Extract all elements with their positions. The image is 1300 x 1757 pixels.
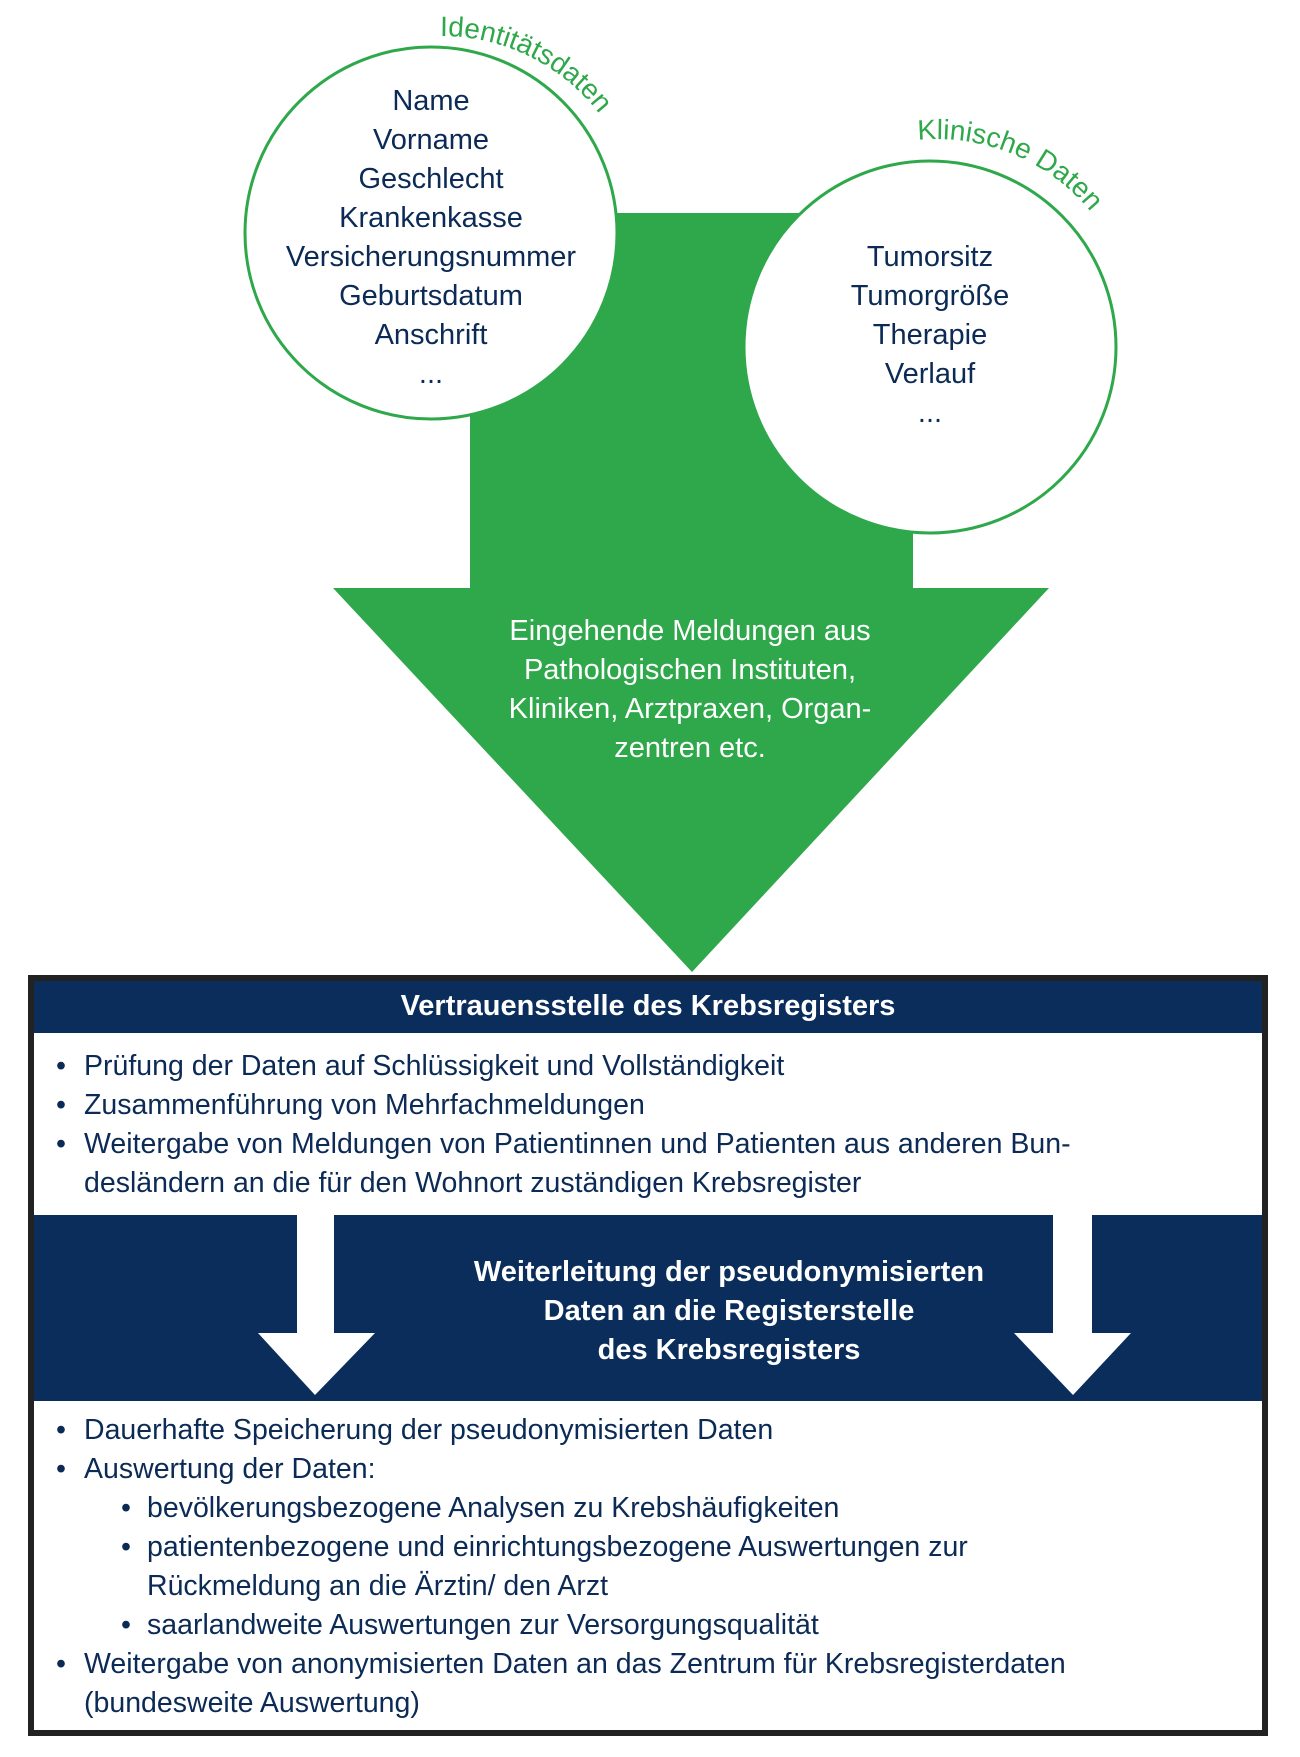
down-arrows <box>258 1215 1131 1395</box>
identity-item: Name <box>392 85 470 117</box>
line: patientenbezogene und einrichtungsbezoge… <box>147 1531 968 1563</box>
clinical-data-list: Tumorsitz Tumorgröße Therapie Verlauf ..… <box>780 238 1080 433</box>
right-white-arrow-icon <box>1014 1215 1131 1395</box>
list-item: Auswertung der Daten: <box>44 1450 1256 1489</box>
registry-process-box: Vertrauensstelle des Krebsregisters Prüf… <box>28 975 1268 1736</box>
left-white-arrow-icon <box>258 1215 375 1395</box>
list-item: Prüfung der Daten auf Schlüssigkeit und … <box>44 1047 1256 1086</box>
sub-list-item: patientenbezogene und einrichtungsbezoge… <box>44 1528 1256 1606</box>
identity-circle <box>243 45 619 421</box>
forwarding-line: Daten an die Registerstelle <box>543 1295 915 1327</box>
incoming-line: zentren etc. <box>614 732 766 764</box>
trust-office-tasks: Prüfung der Daten auf Schlüssigkeit und … <box>44 1047 1256 1203</box>
clinical-circle <box>742 159 1118 535</box>
forwarding-band: Weiterleitung der pseudonymisierten Date… <box>34 1215 1262 1401</box>
list-item: Weitergabe von anonymisierten Daten an d… <box>44 1645 1256 1723</box>
identity-item: Anschrift <box>374 319 488 351</box>
identity-item: Krankenkasse <box>339 202 523 234</box>
clinical-item: Tumorgröße <box>850 280 1010 312</box>
list-item: Dauerhafte Speicherung der pseudonymisie… <box>44 1411 1256 1450</box>
line: Weitergabe von Meldungen von Patientinne… <box>84 1128 1071 1160</box>
identity-item: Vorname <box>372 124 490 156</box>
identity-item: Versicherungsnummer <box>285 241 577 273</box>
identity-item: Geburtsdatum <box>339 280 523 312</box>
registry-office-tasks: Dauerhafte Speicherung der pseudonymisie… <box>44 1411 1256 1723</box>
incoming-line: Eingehende Meldungen aus <box>509 615 871 647</box>
green-arrow-head <box>333 588 1049 972</box>
forwarding-line: des Krebsregisters <box>597 1334 861 1366</box>
trust-office-title: Vertrauensstelle des Krebsregisters <box>34 981 1262 1033</box>
incoming-line: Kliniken, Arztpraxen, Organ- <box>508 693 872 725</box>
clinical-item: Therapie <box>872 319 988 351</box>
list-item: Zusammenführung von Mehrfachmeldungen <box>44 1086 1256 1125</box>
sub-list-item: bevölkerungsbezogene Analysen zu Krebshä… <box>44 1489 1256 1528</box>
identity-item: Geschlecht <box>358 163 504 195</box>
sub-list-item: saarlandweite Auswertungen zur Versorgun… <box>44 1606 1256 1645</box>
incoming-line: Pathologischen Instituten, <box>523 654 857 686</box>
clinical-item: ... <box>917 397 943 429</box>
clinical-item: Tumorsitz <box>866 241 994 273</box>
incoming-reports-text: Eingehende Meldungen aus Pathologischen … <box>440 612 940 768</box>
identity-item: ... <box>418 358 444 390</box>
line: desländern an die für den Wohnort zustän… <box>84 1167 862 1199</box>
line: (bundesweite Auswertung) <box>84 1687 420 1719</box>
line: Rückmeldung an die Ärztin/ den Arzt <box>147 1570 608 1602</box>
forwarding-line: Weiterleitung der pseudonymisierten <box>473 1256 985 1288</box>
identity-data-list: Name Vorname Geschlecht Krankenkasse Ver… <box>251 82 611 394</box>
clinical-item: Verlauf <box>884 358 976 390</box>
line: Weitergabe von anonymisierten Daten an d… <box>84 1648 1066 1680</box>
forwarding-text: Weiterleitung der pseudonymisierten Date… <box>334 1253 1124 1370</box>
list-item: Weitergabe von Meldungen von Patientinne… <box>44 1125 1256 1203</box>
